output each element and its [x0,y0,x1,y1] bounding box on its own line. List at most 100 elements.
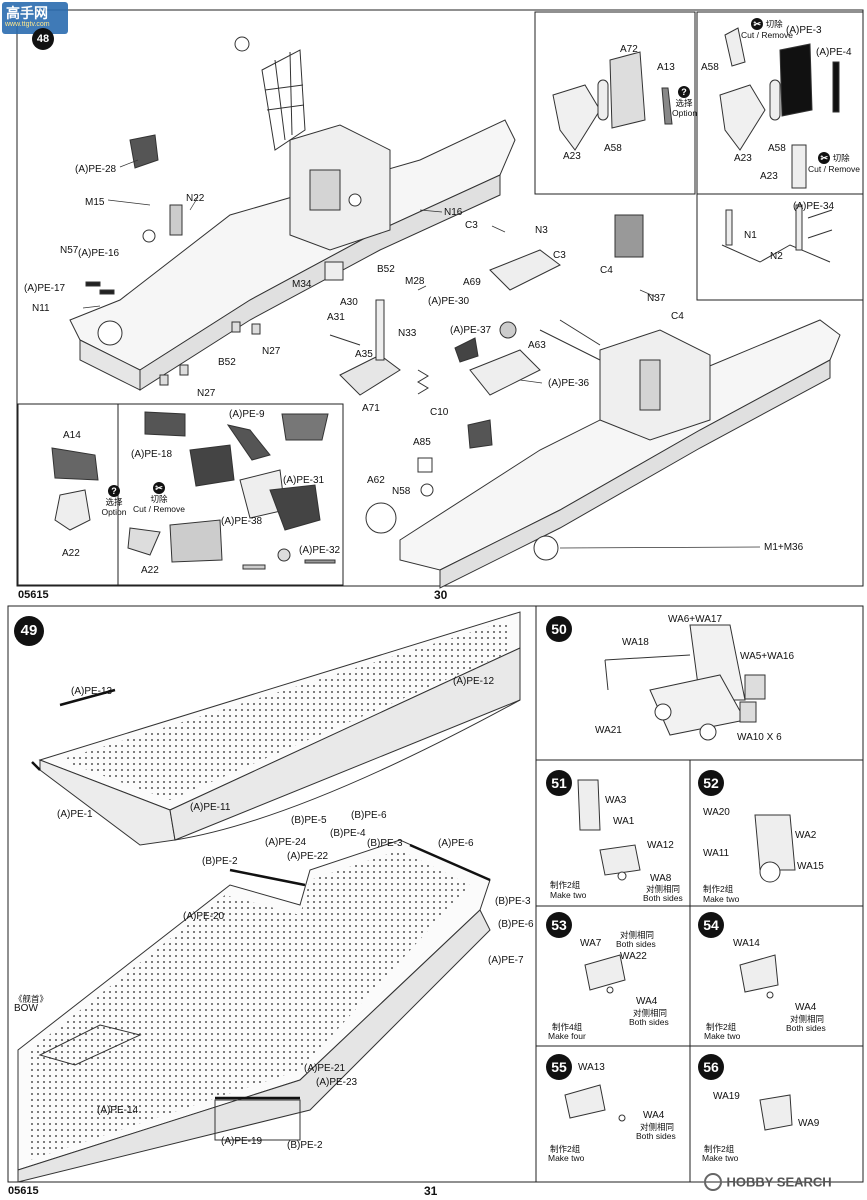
label-n33: N33 [398,328,417,339]
make-cn-56: 制作2组 [704,1144,735,1154]
make-en-51: Make two [550,890,587,900]
label-pe19: (A)PE-19 [221,1136,263,1147]
step-52-number: 52 [703,775,719,791]
scissors-icon: ✂ [751,18,764,30]
label-pe21: (A)PE-21 [304,1063,346,1074]
option-en: Option [101,507,127,517]
step-54-number: 54 [703,917,719,933]
step-49-badge: 49 [14,616,44,646]
label-c10: C10 [430,407,449,418]
label-a63: A63 [528,340,546,351]
cut-note-bottom: ✂ 切除 Cut / Remove [806,152,862,174]
hobby-search-logo-icon [704,1173,722,1191]
label-a23: A23 [734,153,752,164]
label-bow-en: BOW [14,1003,38,1014]
label-wa4-53: WA4 [636,996,658,1007]
label-n37: N37 [647,293,666,304]
label-pe9: (A)PE-9 [229,409,265,420]
label-a35: A35 [355,349,373,360]
label-a23: A23 [563,151,581,162]
both-en-55: Both sides [636,1131,676,1141]
label-n2: N2 [770,251,783,262]
label-wa3: WA3 [605,795,627,806]
label-b52a: B52 [377,264,395,275]
label-n27a: N27 [262,346,281,357]
label-pe14: (A)PE-14 [97,1105,139,1116]
label-wa15: WA15 [797,861,824,872]
label-pe23: (A)PE-23 [316,1077,358,1088]
make-cn-55: 制作2组 [550,1144,581,1154]
label-bpe3b: (B)PE-3 [495,896,531,907]
cut-en: Cut / Remove [741,30,793,40]
label-pe34: (A)PE-34 [793,201,835,212]
make-cn-52: 制作2组 [703,884,734,894]
step-56-badge: 56 [698,1054,724,1080]
cut-cn: 切除 [765,19,783,29]
label-pe3: (A)PE-3 [786,25,822,36]
catalog-number-top: 05615 [18,589,49,601]
make-en-54: Make two [704,1031,741,1041]
step-53-badge: 53 [546,912,572,938]
label-wa4-54: WA4 [795,1002,817,1013]
label-pe13: (A)PE-13 [71,686,113,697]
label-n16: N16 [444,207,463,218]
make-cn-53: 制作4组 [552,1022,583,1032]
step-48-number: 48 [36,33,50,45]
label-pe20: (A)PE-20 [183,911,225,922]
label-wa13: WA13 [578,1062,605,1073]
label-pe30: (A)PE-30 [428,296,470,307]
label-pe11: (A)PE-11 [190,802,231,813]
step-49-number: 49 [20,622,38,639]
option-cn: 选择 [675,98,693,108]
step-50-badge: 50 [546,616,572,642]
site-watermark-text: 高手网 [6,5,48,21]
label-pe16: (A)PE-16 [78,248,120,259]
label-a58: A58 [604,143,622,154]
option-en: Option [672,108,698,118]
label-a69: A69 [463,277,481,288]
label-a22b: A22 [141,565,159,576]
label-pe4: (A)PE-4 [816,47,852,58]
label-pe18: (A)PE-18 [131,449,173,460]
label-bpe6b: (B)PE-6 [498,919,534,930]
make-cn-51: 制作2组 [550,880,581,890]
label-c4b: C4 [671,311,684,322]
label-wa1: WA1 [613,816,635,827]
label-wa12: WA12 [647,840,674,851]
both-en-54: Both sides [786,1023,826,1033]
label-pe38: (A)PE-38 [221,516,263,527]
label-n1: N1 [744,230,757,241]
label-bpe6: (B)PE-6 [351,810,387,821]
label-a71: A71 [362,403,380,414]
label-pe37: (A)PE-37 [450,325,492,336]
scissors-icon: ✂ [153,482,165,494]
label-wa5: WA5+WA16 [740,651,794,662]
label-a58b: A58 [768,143,786,154]
step-48-badge: 48 [32,28,54,50]
label-wa7: WA7 [580,938,602,949]
label-wa9: WA9 [798,1118,820,1129]
make-cn-54: 制作2组 [706,1022,737,1032]
label-a85: A85 [413,437,431,448]
step-51-badge: 51 [546,770,572,796]
label-a58: A58 [701,62,719,73]
label-bpe4: (B)PE-4 [330,828,366,839]
question-icon: ? [678,86,690,98]
label-m34: M34 [292,279,312,290]
label-m1m36: M1+M36 [764,542,804,553]
label-wa14: WA14 [733,938,760,949]
make-en-52: Make two [703,894,740,904]
both-en-53: Both sides [616,939,656,949]
label-bow-cn: 《舰首》 [14,994,49,1004]
label-a62: A62 [367,475,385,486]
label-wa11: WA11 [703,848,730,859]
label-pe28: (A)PE-28 [75,164,117,175]
catalog-number-bottom: 05615 [8,1185,39,1197]
both-cn-55: 对侧相同 [640,1122,675,1132]
scissors-icon: ✂ [818,152,831,164]
hobby-search-text: HOBBY SEARCH [726,1174,832,1190]
label-wa4-55: WA4 [643,1110,665,1121]
label-pe31: (A)PE-31 [283,475,325,486]
label-pe7: (A)PE-7 [488,955,524,966]
label-pe32: (A)PE-32 [299,545,341,556]
